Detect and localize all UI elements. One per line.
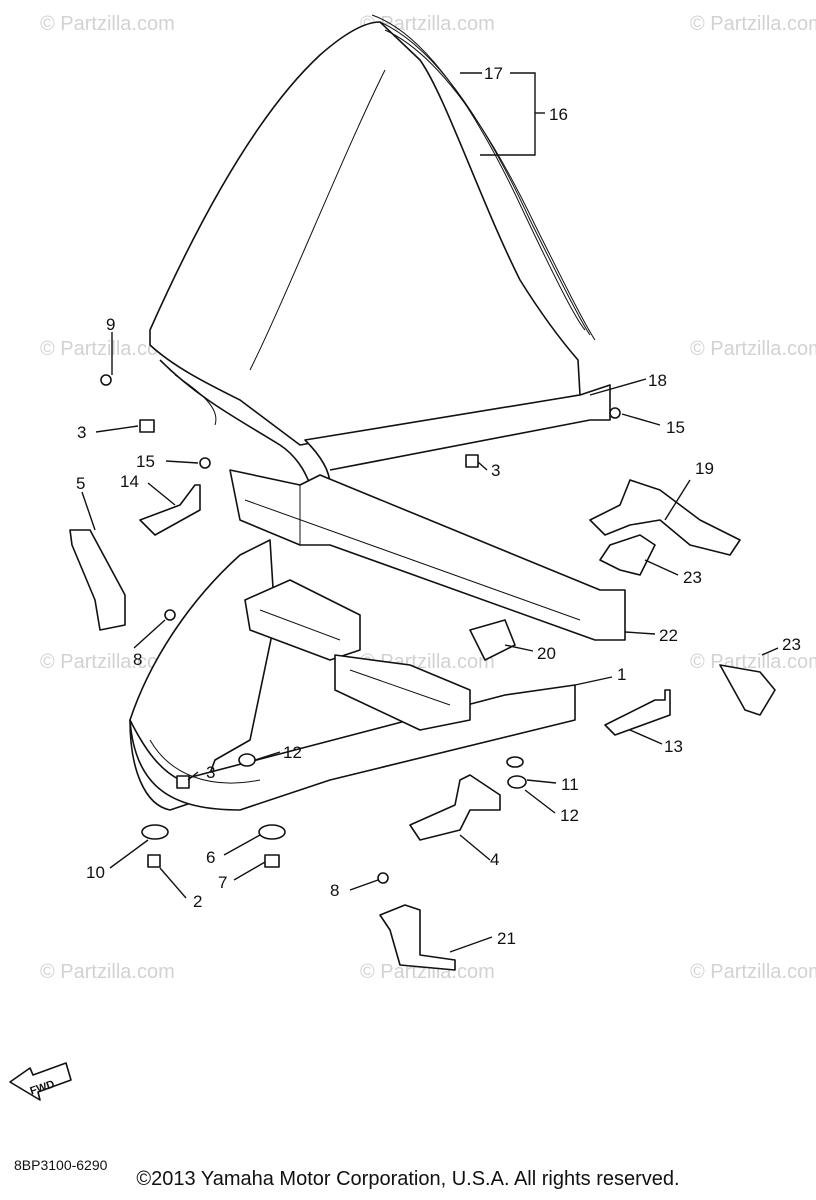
meter-assembly — [244, 579, 471, 731]
watermark: © Partzilla.com — [690, 961, 816, 983]
callout-6: 6 — [206, 848, 215, 867]
callout-12: 12 — [560, 806, 579, 825]
callout-22: 22 — [659, 626, 678, 645]
callout-12: 12 — [283, 743, 302, 762]
callout-7: 7 — [218, 873, 227, 892]
callout-3: 3 — [77, 423, 86, 442]
callout-14: 14 — [120, 472, 139, 491]
watermark: © Partzilla.com — [690, 13, 816, 35]
callout-13: 13 — [664, 737, 683, 756]
callout-4: 4 — [490, 850, 499, 869]
callout-23: 23 — [683, 568, 702, 587]
diagram-code: 8BP3100-6290 — [14, 1157, 108, 1173]
callout-3: 3 — [206, 763, 215, 782]
watermark: © Partzilla.com — [40, 13, 175, 35]
callout-15: 15 — [666, 418, 685, 437]
leader-lines — [81, 72, 779, 953]
callout-5: 5 — [76, 474, 85, 493]
windshield — [149, 14, 596, 446]
watermark: © Partzilla.com — [360, 961, 495, 983]
hardware — [69, 374, 776, 971]
windshield-trim — [159, 359, 611, 486]
air-duct — [229, 469, 626, 641]
callout-16: 16 — [549, 105, 568, 124]
callout-3: 3 — [491, 461, 500, 480]
callout-8: 8 — [330, 881, 339, 900]
watermark: © Partzilla.com — [690, 651, 816, 673]
callout-9: 9 — [106, 315, 115, 334]
watermark: © Partzilla.com — [40, 651, 175, 673]
fwd-arrow-icon: FWD — [9, 1062, 72, 1101]
copyright-notice: ©2013 Yamaha Motor Corporation, U.S.A. A… — [136, 1168, 680, 1190]
callout-2: 2 — [193, 892, 202, 911]
callout-11: 11 — [561, 775, 579, 794]
callouts: 17 16 18 15 9 3 3 15 14 5 19 23 22 23 20… — [76, 64, 801, 948]
callout-18: 18 — [648, 371, 667, 390]
watermark: © Partzilla.com — [690, 338, 816, 360]
watermark: © Partzilla.com — [40, 338, 175, 360]
callout-8: 8 — [133, 650, 142, 669]
callout-1: 1 — [617, 665, 626, 684]
callout-15: 15 — [136, 452, 155, 471]
callout-19: 19 — [695, 459, 714, 478]
callout-21: 21 — [497, 929, 516, 948]
watermark: © Partzilla.com — [40, 961, 175, 983]
callout-10: 10 — [86, 863, 105, 882]
callout-23: 23 — [782, 635, 801, 654]
callout-20: 20 — [537, 644, 556, 663]
callout-17: 17 — [484, 64, 503, 83]
